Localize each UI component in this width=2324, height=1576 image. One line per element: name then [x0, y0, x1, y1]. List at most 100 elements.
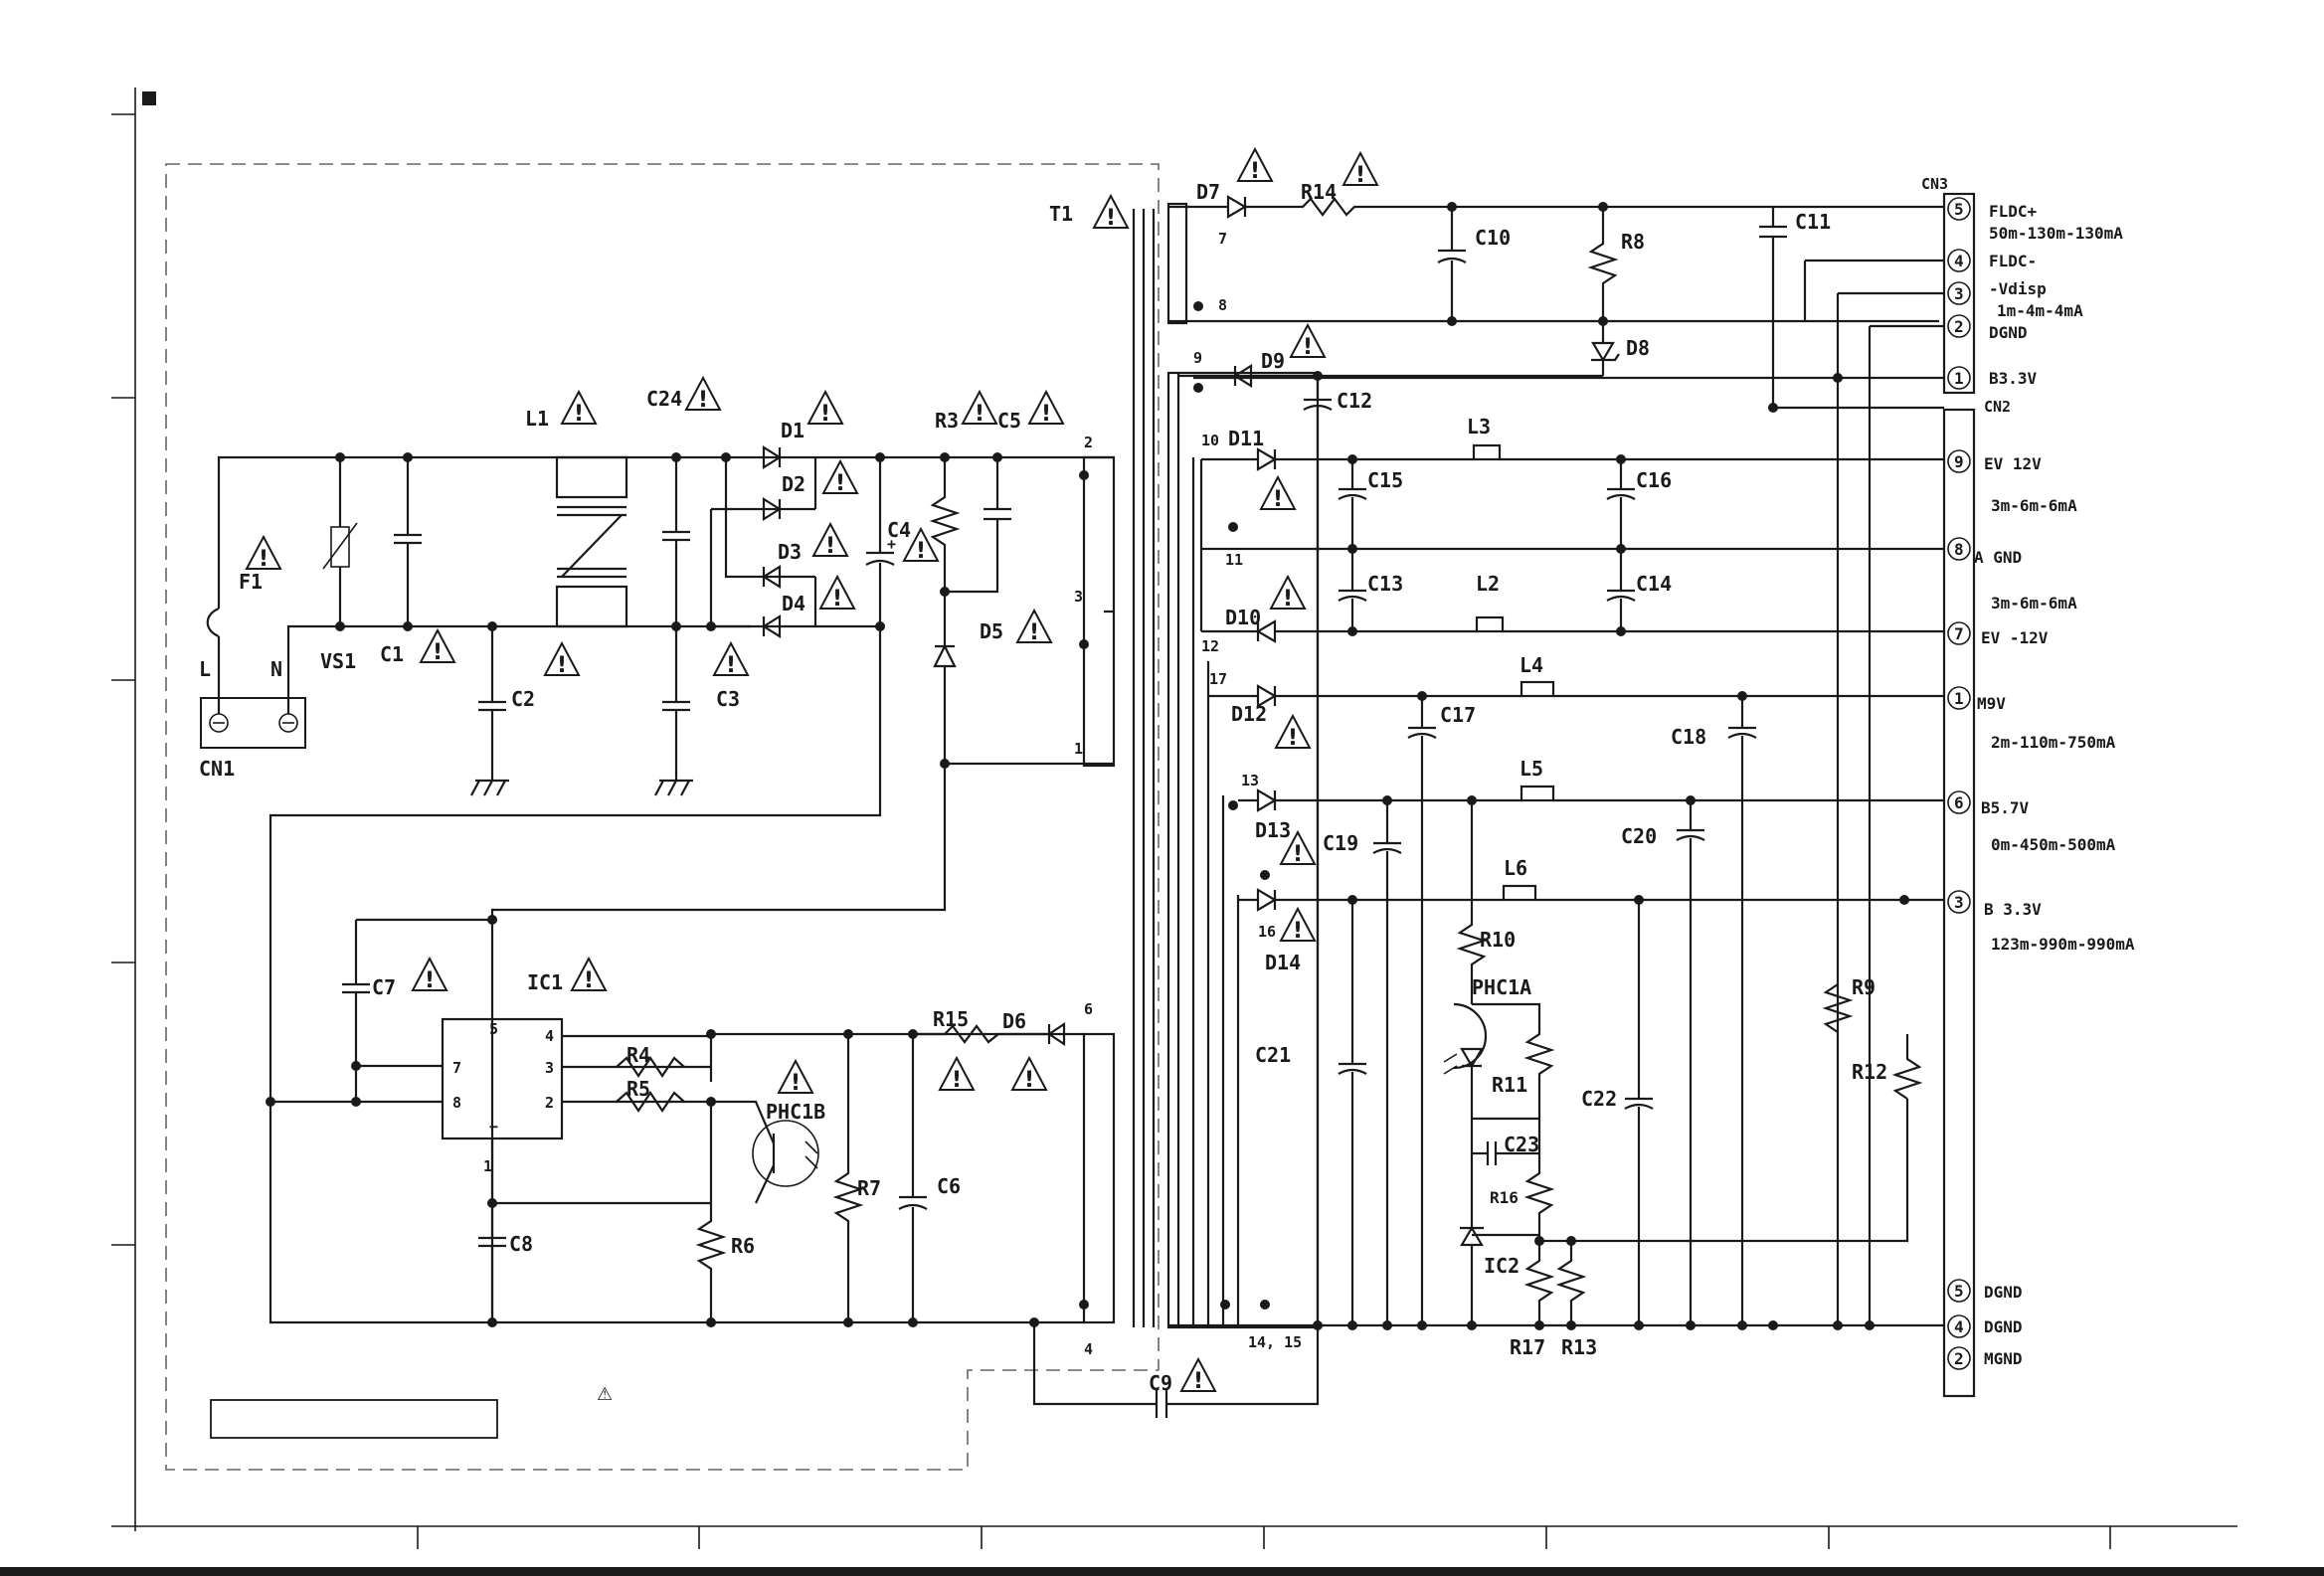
label-c2: C2 — [511, 687, 535, 711]
cn2-pin-name: DGND — [1984, 1283, 2023, 1302]
label-d14: D14 — [1265, 951, 1301, 974]
svg-text:+: + — [887, 535, 896, 553]
ic1-pin-1: 1 — [483, 1157, 492, 1175]
cn2-pin-num: 3 — [1954, 893, 1964, 912]
label-d7: D7 — [1196, 180, 1220, 204]
feedback-network — [1443, 800, 1923, 1322]
t1-pin-7: 7 — [1218, 230, 1227, 248]
label-c24: C24 — [646, 387, 682, 411]
t1-label: T1 — [1049, 202, 1073, 226]
label-l3: L3 — [1467, 415, 1491, 438]
cn2-label: CN2 — [1984, 398, 2011, 416]
label-c7: C7 — [372, 975, 396, 999]
cn2-pin-num: 5 — [1954, 1282, 1964, 1301]
cn2-pin-name: EV -12V — [1981, 628, 2049, 647]
cn2-pin-num: 4 — [1954, 1317, 1964, 1336]
cn3-pin-name: B3.3V — [1989, 369, 2038, 388]
label-c3: C3 — [716, 687, 740, 711]
label-vs1: VS1 — [320, 649, 356, 673]
label-c22: C22 — [1581, 1087, 1617, 1111]
label-r17: R17 — [1510, 1335, 1545, 1359]
cn2-pin-name: DGND — [1984, 1317, 2023, 1336]
cn3-label: CN3 — [1921, 175, 1948, 193]
cn3-pin-num: 3 — [1954, 284, 1964, 303]
t1-pin-6: 6 — [1084, 1000, 1093, 1018]
label-c19: C19 — [1323, 831, 1358, 855]
transformer-dots — [1079, 301, 1270, 1310]
cn2-pin-num: 7 — [1954, 624, 1964, 643]
t1-pin-12: 12 — [1201, 637, 1219, 655]
label-c21: C21 — [1255, 1043, 1291, 1067]
label-r16: R16 — [1490, 1188, 1519, 1207]
label-r12: R12 — [1852, 1060, 1887, 1084]
label-d2: D2 — [782, 472, 805, 496]
label-l1: L1 — [525, 407, 549, 431]
cn2-pin-num: 9 — [1954, 452, 1964, 471]
c9-ycap — [1029, 1317, 1320, 1418]
cn2-pin-name: EV 12V — [1984, 454, 2042, 473]
label-ic1: IC1 — [527, 970, 563, 994]
label-c16: C16 — [1636, 468, 1672, 492]
label-ic2: IC2 — [1484, 1254, 1520, 1278]
cn2-pin-spec: 3m-6m-6mA — [1991, 594, 2077, 613]
cn3-pin-name: DGND — [1989, 323, 2028, 342]
label-d11: D11 — [1228, 427, 1264, 450]
cn1-pin-l: L — [199, 657, 211, 681]
cn2-pin-num: 2 — [1954, 1349, 1964, 1368]
t1-pin-10: 10 — [1201, 432, 1219, 449]
label-c15: C15 — [1367, 468, 1403, 492]
label-l4: L4 — [1520, 653, 1543, 677]
cn3-connector — [1942, 192, 1976, 395]
label-l5: L5 — [1520, 757, 1543, 781]
cn3-pin-num: 5 — [1954, 200, 1964, 219]
label-r7: R7 — [857, 1176, 881, 1200]
label-c1: C1 — [380, 642, 404, 666]
cn2-pin-num: 8 — [1954, 540, 1964, 559]
cn2-connector — [1942, 408, 1976, 1398]
cn3-pin-name: FLDC+ — [1989, 202, 2038, 221]
t1-pin-16: 16 — [1258, 923, 1276, 941]
label-c12: C12 — [1337, 389, 1372, 413]
ground-junctions — [266, 452, 1875, 1330]
t1-pin-1: 1 — [1074, 740, 1083, 758]
label-r11: R11 — [1492, 1073, 1527, 1097]
page-frame — [0, 88, 2324, 1576]
ic1-pin-7: 7 — [452, 1059, 461, 1077]
label-f1: F1 — [239, 570, 263, 594]
label-d5: D5 — [980, 619, 1003, 643]
cn3-pin-name: -Vdisp — [1989, 279, 2047, 298]
ic1-pin-minus: − — [489, 1118, 498, 1136]
ic1-pin-3: 3 — [545, 1059, 554, 1077]
label-c20: C20 — [1621, 824, 1657, 848]
label-d1: D1 — [781, 419, 804, 442]
label-phc1b: PHC1B — [766, 1100, 825, 1124]
label-r13: R13 — [1561, 1335, 1597, 1359]
cn1-pin-n: N — [270, 657, 282, 681]
cn2-pin-name: B 3.3V — [1984, 900, 2042, 919]
cn2-pin-name: MGND — [1984, 1349, 2023, 1368]
cn2-pin-spec: 123m-990m-990mA — [1991, 935, 2135, 954]
label-r14: R14 — [1301, 180, 1337, 204]
label-d13: D13 — [1255, 818, 1291, 842]
blank-label-box — [210, 1399, 498, 1439]
t1-pin-9: 9 — [1193, 349, 1202, 367]
label-c9: C9 — [1149, 1371, 1172, 1395]
cn3-pin-spec: 1m-4m-4mA — [1997, 301, 2083, 320]
ic1-pin-8: 8 — [452, 1094, 461, 1112]
label-r4: R4 — [626, 1043, 650, 1067]
label-d3: D3 — [778, 540, 802, 564]
label-c10: C10 — [1475, 226, 1511, 250]
ic1-pin-4: 4 — [545, 1027, 554, 1045]
label-d4: D4 — [782, 592, 805, 615]
ic1-pin-5: 5 — [489, 1020, 498, 1038]
cn2-pin-spec: 0m-450m-500mA — [1991, 835, 2116, 854]
label-d6: D6 — [1002, 1009, 1026, 1033]
note-warning-symbol: ⚠ — [597, 1384, 613, 1405]
cn2-pin-spec: 3m-6m-6mA — [1991, 496, 2077, 515]
cn2-pin-num: 6 — [1954, 793, 1964, 812]
bridge-rectifier: + — [268, 445, 1114, 1324]
label-r6: R6 — [731, 1234, 755, 1258]
t1-pin-8: 8 — [1218, 296, 1227, 314]
label-r8: R8 — [1621, 230, 1645, 254]
